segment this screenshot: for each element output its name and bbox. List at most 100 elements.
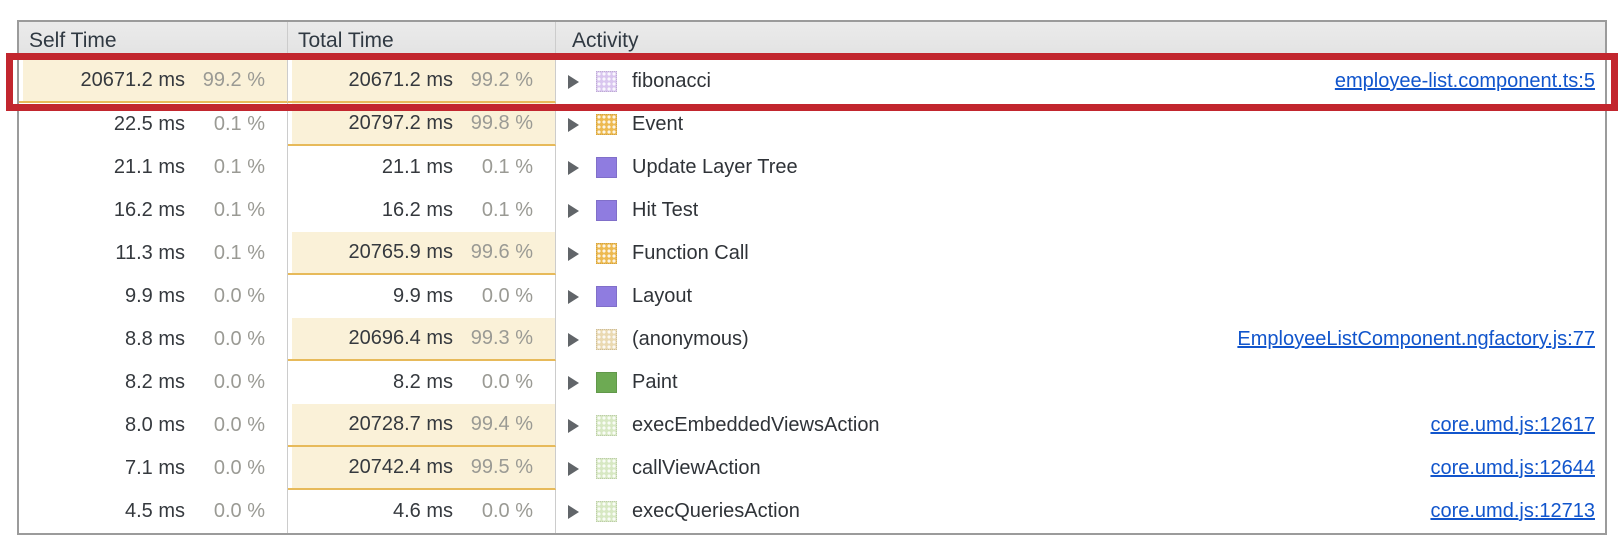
table-row[interactable]: 7.1 ms 0.0 % 20742.4 ms 99.5 % callViewA… bbox=[19, 447, 1605, 490]
table-row[interactable]: 9.9 ms 0.0 % 9.9 ms 0.0 % Layout bbox=[19, 275, 1605, 318]
self-time-cell: 8.2 ms 0.0 % bbox=[19, 361, 288, 404]
expand-arrow-icon[interactable] bbox=[568, 289, 579, 304]
expand-arrow-icon[interactable] bbox=[568, 504, 579, 519]
activity-label: execEmbeddedViewsAction bbox=[632, 414, 880, 436]
total-time-percent: 99.4 % bbox=[470, 413, 533, 435]
table-row[interactable]: 22.5 ms 0.1 % 20797.2 ms 99.8 % Event bbox=[19, 103, 1605, 146]
self-time-cell: 16.2 ms 0.1 % bbox=[19, 189, 288, 232]
total-time-cell: 21.1 ms 0.1 % bbox=[288, 146, 556, 189]
total-time-cell: 20765.9 ms 99.6 % bbox=[288, 232, 556, 275]
source-link[interactable]: core.umd.js:12617 bbox=[1430, 414, 1595, 436]
self-time-percent: 0.0 % bbox=[213, 285, 265, 307]
self-time-value: 4.5 ms bbox=[124, 500, 185, 522]
activity-cell: execQueriesAction core.umd.js:12713 bbox=[556, 490, 1605, 533]
activity-cell: Function Call bbox=[556, 232, 1605, 275]
table-row[interactable]: 21.1 ms 0.1 % 21.1 ms 0.1 % Update Layer… bbox=[19, 146, 1605, 189]
column-header-total-time-label: Total Time bbox=[298, 28, 394, 52]
expand-arrow-icon[interactable] bbox=[568, 246, 579, 261]
total-time-cell: 20797.2 ms 99.8 % bbox=[288, 103, 556, 146]
self-time-cell: 22.5 ms 0.1 % bbox=[19, 103, 288, 146]
activity-label: Update Layer Tree bbox=[632, 156, 798, 178]
self-time-percent: 0.1 % bbox=[213, 113, 265, 135]
table-row[interactable]: 8.2 ms 0.0 % 8.2 ms 0.0 % Paint bbox=[19, 361, 1605, 404]
self-time-value: 21.1 ms bbox=[113, 156, 185, 178]
expand-arrow-icon[interactable] bbox=[568, 418, 579, 433]
activity-label: Paint bbox=[632, 371, 678, 393]
activity-cell: fibonacci employee-list.component.ts:5 bbox=[556, 60, 1605, 103]
datagrid: Self Time Total Time Activity 20671.2 ms… bbox=[17, 20, 1607, 535]
category-swatch-icon bbox=[596, 286, 617, 307]
total-time-value: 9.9 ms bbox=[392, 285, 453, 307]
total-time-cell: 20728.7 ms 99.4 % bbox=[288, 404, 556, 447]
expand-arrow-icon[interactable] bbox=[568, 160, 579, 175]
self-time-percent: 0.1 % bbox=[213, 242, 265, 264]
source-link[interactable]: core.umd.js:12644 bbox=[1430, 457, 1595, 479]
self-time-percent: 0.0 % bbox=[213, 328, 265, 350]
self-time-percent: 0.0 % bbox=[213, 500, 265, 522]
total-time-percent: 99.8 % bbox=[470, 112, 533, 134]
total-time-percent: 0.0 % bbox=[481, 371, 533, 393]
activity-cell: callViewAction core.umd.js:12644 bbox=[556, 447, 1605, 490]
activity-cell: Layout bbox=[556, 275, 1605, 318]
self-time-value: 7.1 ms bbox=[124, 457, 185, 479]
self-time-percent: 99.2 % bbox=[202, 69, 265, 91]
total-time-value: 20797.2 ms bbox=[348, 112, 453, 134]
total-time-value: 8.2 ms bbox=[392, 371, 453, 393]
total-time-cell: 8.2 ms 0.0 % bbox=[288, 361, 556, 404]
self-time-percent: 0.0 % bbox=[213, 457, 265, 479]
datagrid-header: Self Time Total Time Activity bbox=[19, 22, 1605, 60]
source-link[interactable]: employee-list.component.ts:5 bbox=[1334, 70, 1595, 92]
self-time-value: 8.2 ms bbox=[124, 371, 185, 393]
table-row[interactable]: 8.8 ms 0.0 % 20696.4 ms 99.3 % (anonymou… bbox=[19, 318, 1605, 361]
source-link[interactable]: EmployeeListComponent.ngfactory.js:77 bbox=[1237, 328, 1595, 350]
self-time-value: 20671.2 ms bbox=[80, 69, 185, 91]
category-swatch-icon bbox=[596, 243, 617, 264]
activity-label: Layout bbox=[632, 285, 693, 307]
table-row[interactable]: 8.0 ms 0.0 % 20728.7 ms 99.4 % execEmbed… bbox=[19, 404, 1605, 447]
activity-label: callViewAction bbox=[632, 457, 761, 479]
table-row[interactable]: 4.5 ms 0.0 % 4.6 ms 0.0 % execQueriesAct… bbox=[19, 490, 1605, 533]
self-time-cell: 11.3 ms 0.1 % bbox=[19, 232, 288, 275]
expand-arrow-icon[interactable] bbox=[568, 332, 579, 347]
self-time-value: 16.2 ms bbox=[113, 199, 185, 221]
self-time-cell: 4.5 ms 0.0 % bbox=[19, 490, 288, 533]
category-swatch-icon bbox=[596, 329, 617, 350]
total-time-cell: 16.2 ms 0.1 % bbox=[288, 189, 556, 232]
self-time-cell: 20671.2 ms 99.2 % bbox=[19, 60, 288, 103]
total-time-value: 20728.7 ms bbox=[348, 413, 453, 435]
activity-cell: Update Layer Tree bbox=[556, 146, 1605, 189]
table-row[interactable]: 16.2 ms 0.1 % 16.2 ms 0.1 % Hit Test bbox=[19, 189, 1605, 232]
total-time-percent: 99.2 % bbox=[470, 69, 533, 91]
total-time-percent: 0.1 % bbox=[481, 199, 533, 221]
total-time-percent: 0.0 % bbox=[481, 285, 533, 307]
expand-arrow-icon[interactable] bbox=[568, 375, 579, 390]
expand-arrow-icon[interactable] bbox=[568, 74, 579, 89]
self-time-percent: 0.1 % bbox=[213, 199, 265, 221]
category-swatch-icon bbox=[596, 372, 617, 393]
source-link[interactable]: core.umd.js:12713 bbox=[1430, 500, 1595, 522]
total-time-value: 20765.9 ms bbox=[348, 241, 453, 263]
activity-cell: execEmbeddedViewsAction core.umd.js:1261… bbox=[556, 404, 1605, 447]
table-row[interactable]: 20671.2 ms 99.2 % 20671.2 ms 99.2 % fibo… bbox=[19, 60, 1605, 103]
self-time-cell: 9.9 ms 0.0 % bbox=[19, 275, 288, 318]
activity-cell: Paint bbox=[556, 361, 1605, 404]
table-row[interactable]: 11.3 ms 0.1 % 20765.9 ms 99.6 % Function… bbox=[19, 232, 1605, 275]
self-time-value: 8.0 ms bbox=[124, 414, 185, 436]
category-swatch-icon bbox=[596, 501, 617, 522]
category-swatch-icon bbox=[596, 415, 617, 436]
self-time-percent: 0.0 % bbox=[213, 414, 265, 436]
self-time-value: 9.9 ms bbox=[124, 285, 185, 307]
expand-arrow-icon[interactable] bbox=[568, 203, 579, 218]
total-time-cell: 4.6 ms 0.0 % bbox=[288, 490, 556, 533]
column-header-self-time-label: Self Time bbox=[29, 28, 117, 52]
total-time-cell: 20696.4 ms 99.3 % bbox=[288, 318, 556, 361]
column-header-total-time[interactable]: Total Time bbox=[288, 22, 556, 59]
column-header-activity[interactable]: Activity bbox=[556, 22, 1605, 59]
total-time-percent: 99.3 % bbox=[470, 327, 533, 349]
table-body: 20671.2 ms 99.2 % 20671.2 ms 99.2 % fibo… bbox=[19, 60, 1605, 533]
self-time-percent: 0.1 % bbox=[213, 156, 265, 178]
expand-arrow-icon[interactable] bbox=[568, 117, 579, 132]
expand-arrow-icon[interactable] bbox=[568, 461, 579, 476]
column-header-self-time[interactable]: Self Time bbox=[19, 22, 288, 59]
